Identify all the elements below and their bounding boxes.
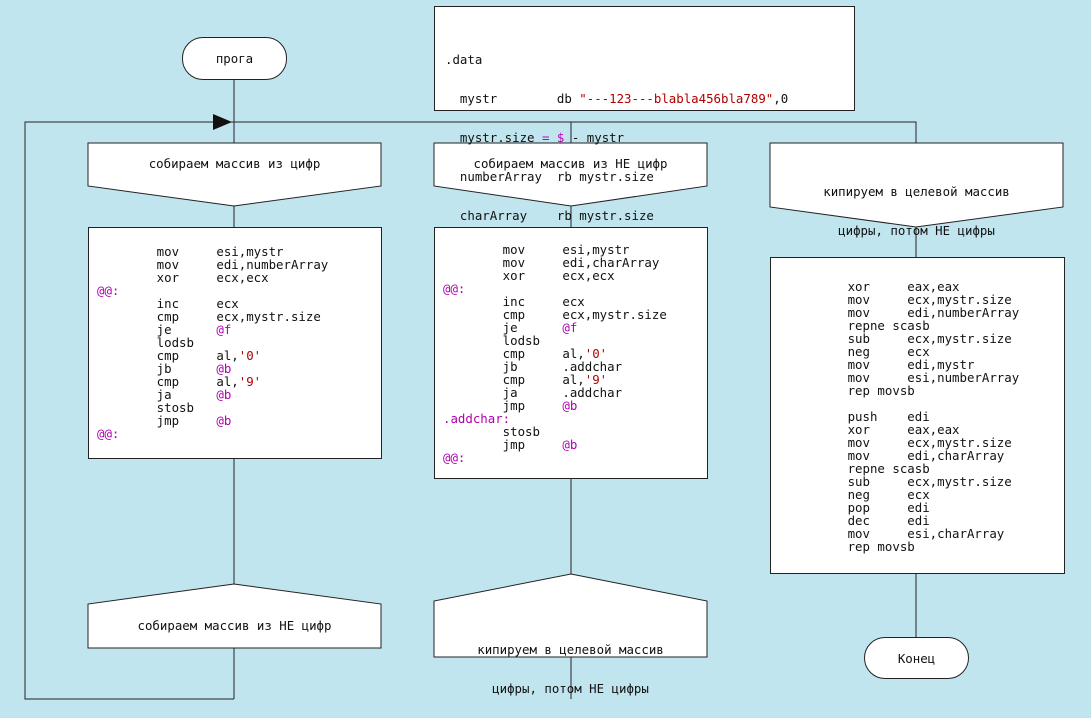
code-line: mov edi,numberArray [97, 257, 329, 272]
code-line: sub ecx,mystr.size [773, 331, 1012, 346]
col1-footer-label: собираем массив из НЕ цифр [137, 618, 332, 633]
col1-footer-shape [87, 583, 382, 649]
col1-header-label: собираем массив из цифр [148, 156, 321, 171]
col2-header-shape [433, 142, 708, 207]
code-line: cmp ecx,mystr.size [443, 307, 667, 322]
data-line: .data [445, 52, 483, 67]
data-declaration-block: .data mystr db "---123---blabla456bla789… [434, 6, 855, 222]
code-line: xor ecx,ecx [443, 268, 615, 283]
col2-code-block: mov esi,mystr mov edi,charArray xor ecx,… [434, 227, 708, 479]
code-line: repne scasb [773, 461, 930, 476]
code-line: .addchar: [443, 411, 511, 426]
code-line: je @f [443, 320, 578, 335]
end-terminal: Конец [864, 637, 969, 679]
col3-header-label: кипируем в целевой массив цифры, потом Н… [770, 159, 1063, 250]
code-line: neg ecx [773, 487, 930, 502]
code-line: jb .addchar [443, 359, 623, 374]
col3-header-shape [769, 142, 1064, 228]
code-line: rep movsb [773, 539, 915, 554]
data-line: mystr db "---123---blabla456bla789",0 [445, 91, 789, 106]
col2-footer-line2: цифры, потом НЕ цифры [492, 681, 649, 696]
code-line: mov edi,charArray [443, 255, 660, 270]
loop-frame [24, 121, 917, 700]
data-line: mystr.size = $ - mystr [445, 130, 625, 145]
start-terminal-label: прога [215, 51, 254, 66]
code-line: cmp ecx,mystr.size [97, 309, 321, 324]
code-line: push edi [773, 409, 930, 424]
start-terminal: прога [182, 37, 287, 80]
code-line: mov esi,mystr [97, 244, 284, 259]
code-line: mov edi,numberArray [773, 305, 1020, 320]
code-line: jmp @b [443, 437, 578, 452]
col1-header-shape [87, 142, 382, 207]
code-line: lodsb [443, 333, 540, 348]
code-line: rep movsb [773, 383, 915, 398]
code-line: jmp @b [443, 398, 578, 413]
end-terminal-label: Конец [897, 650, 936, 666]
code-line: sub ecx,mystr.size [773, 474, 1012, 489]
code-line: inc ecx [443, 294, 585, 309]
code-line: mov edi,charArray [773, 448, 1005, 463]
code-line: mov esi,numberArray [773, 370, 1020, 385]
code-line: ja .addchar [443, 385, 623, 400]
loop-arrow-icon [213, 114, 232, 130]
code-line: dec edi [773, 513, 930, 528]
code-line: xor eax,eax [773, 279, 960, 294]
col2-footer-line1: кипируем в целевой массив [477, 642, 664, 657]
code-line: neg ecx [773, 344, 930, 359]
data-line: charArray rb mystr.size [445, 208, 654, 223]
col3-code-block: xor eax,eax mov ecx,mystr.size mov edi,n… [770, 257, 1065, 574]
code-line: @@: [443, 450, 466, 465]
code-line: cmp al,'0' [97, 348, 262, 363]
code-line: mov ecx,mystr.size [773, 435, 1012, 450]
col1-code-block: mov esi,mystr mov edi,numberArray xor ec… [88, 227, 382, 459]
code-line: mov ecx,mystr.size [773, 292, 1012, 307]
code-line: cmp al,'9' [443, 372, 608, 387]
col2-footer-label: кипируем в целевой массив цифры, потом Н… [434, 617, 707, 708]
code-line: ja @b [97, 387, 232, 402]
col3-header-line2: цифры, потом НЕ цифры [838, 223, 995, 238]
col3-header-line1: кипируем в целевой массив [823, 184, 1010, 199]
code-line: mov esi,mystr [443, 242, 630, 257]
code-line: xor eax,eax [773, 422, 960, 437]
code-line: inc ecx [97, 296, 239, 311]
code-line: pop edi [773, 500, 930, 515]
code-line: jb @b [97, 361, 232, 376]
col2-header-label: собираем массив из НЕ цифр [473, 156, 668, 171]
col2-footer-shape [433, 573, 708, 658]
code-line: cmp al,'0' [443, 346, 608, 361]
code-line: stosb [97, 400, 194, 415]
code-line: repne scasb [773, 318, 930, 333]
code-line: mov esi,charArray [773, 526, 1005, 541]
code-line: @@: [443, 281, 466, 296]
code-line: @@: [97, 426, 120, 441]
code-line: stosb [443, 424, 540, 439]
code-line: jmp @b [97, 413, 232, 428]
code-line: @@: [97, 283, 120, 298]
code-line: xor ecx,ecx [97, 270, 269, 285]
code-line: je @f [97, 322, 232, 337]
code-line: mov edi,mystr [773, 357, 975, 372]
code-line: lodsb [97, 335, 194, 350]
data-line: numberArray rb mystr.size [445, 169, 654, 184]
code-line: cmp al,'9' [97, 374, 262, 389]
